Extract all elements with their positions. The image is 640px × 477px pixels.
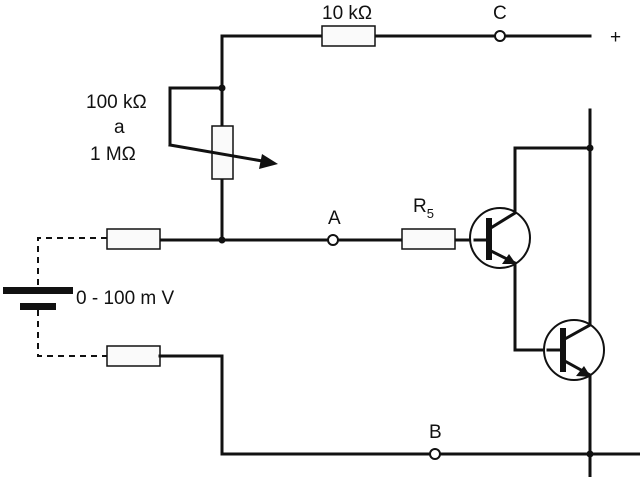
resistor-10k-label: 10 kΩ [322, 3, 372, 24]
resistor-r5-index: 5 [427, 206, 434, 221]
supply-plus-label: + [610, 27, 621, 48]
transistor-q1-emitter [486, 247, 550, 352]
terminal-b [429, 448, 441, 460]
pot-wiper-arrow-shaft [168, 143, 270, 164]
resistor-10k [321, 25, 376, 47]
terminal-b-label: B [429, 422, 442, 443]
wire-top-rail [220, 34, 324, 242]
pot-range-low: 100 kΩ [86, 92, 147, 113]
battery-long-plate [3, 287, 73, 294]
dashed-lead-upper [37, 237, 107, 292]
resistor-input-upper [106, 228, 161, 250]
source-range-label: 0 - 100 m V [76, 288, 175, 309]
resistor-r5 [401, 228, 456, 250]
transistor-q1 [469, 146, 592, 352]
dashed-lead-lower [37, 310, 107, 357]
wire-bottom-rail [158, 354, 432, 456]
resistor-input-lower [106, 345, 161, 367]
terminal-a-label: A [328, 208, 341, 229]
terminal-c [494, 30, 506, 42]
transistor-q2-emitter-arrow [576, 366, 591, 377]
transistor-q1-collector [486, 146, 592, 232]
pot-wiper-link [168, 86, 224, 147]
transistor-q2-envelope [543, 319, 605, 381]
transistor-q1-envelope [469, 207, 531, 269]
pot-range-high: 1 MΩ [90, 144, 136, 165]
battery-short-plate [20, 303, 56, 310]
transistor-q2 [543, 319, 605, 456]
junction-mid [218, 236, 226, 244]
transistor-q2-emitter [560, 357, 592, 456]
pot-wiper-arrowhead [259, 154, 278, 169]
resistor-r5-label: R5 [413, 196, 434, 221]
terminal-a [327, 234, 339, 246]
pot-range-mid: a [114, 117, 125, 138]
terminal-c-label: C [493, 3, 507, 24]
resistor-r5-letter: R [413, 196, 427, 217]
transistor-q2-collector [560, 322, 593, 343]
transistor-q1-emitter-arrow [502, 254, 516, 264]
